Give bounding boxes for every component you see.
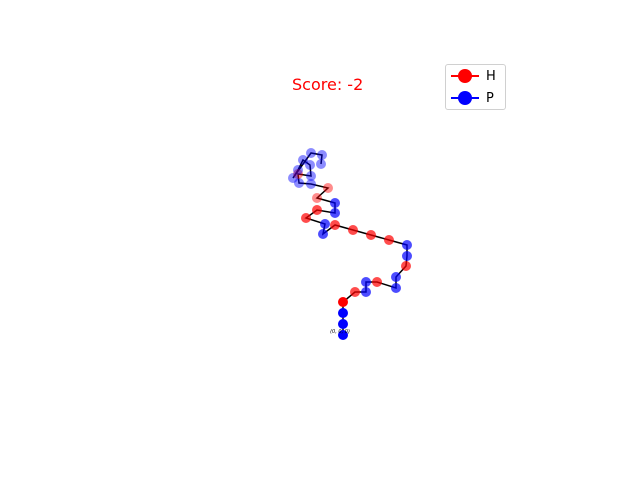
residue-p-11 bbox=[402, 251, 412, 261]
residue-p-22 bbox=[330, 198, 340, 208]
residue-p-28 bbox=[306, 171, 316, 181]
residue-p-18 bbox=[320, 219, 330, 229]
residue-h-3 bbox=[338, 297, 348, 307]
residue-p-29 bbox=[305, 160, 315, 170]
origin-label: (0, 0, 0) bbox=[330, 329, 350, 335]
legend-marker-h-icon bbox=[451, 69, 479, 83]
residue-h-19 bbox=[301, 213, 311, 223]
residue-p-35 bbox=[316, 159, 326, 169]
residue-h-10 bbox=[401, 261, 411, 271]
residue-p-9 bbox=[391, 272, 401, 282]
score-label: Score: -2 bbox=[292, 75, 364, 94]
residue-p-1 bbox=[338, 319, 348, 329]
residue-p-21 bbox=[330, 208, 340, 218]
residue-p-30 bbox=[298, 155, 308, 165]
residue-p-26 bbox=[294, 178, 304, 188]
residue-p-34 bbox=[317, 150, 327, 160]
residue-p-8 bbox=[391, 283, 401, 293]
legend-item-p: P bbox=[450, 88, 494, 108]
legend-item-h: H bbox=[450, 66, 496, 86]
residue-p-17 bbox=[318, 229, 328, 239]
residue-p-6 bbox=[361, 277, 371, 287]
residue-h-24 bbox=[323, 183, 333, 193]
residue-h-4 bbox=[350, 287, 360, 297]
residue-p-32 bbox=[288, 173, 298, 183]
residue-p-12 bbox=[402, 240, 412, 250]
legend: H P bbox=[445, 64, 506, 110]
residue-h-16 bbox=[330, 220, 340, 230]
residue-p-2 bbox=[338, 308, 348, 318]
residue-h-15 bbox=[348, 225, 358, 235]
residue-h-20 bbox=[312, 205, 322, 215]
residue-h-13 bbox=[384, 235, 394, 245]
residue-h-14 bbox=[366, 230, 376, 240]
residue-p-31 bbox=[293, 165, 303, 175]
residue-p-0 bbox=[338, 330, 348, 340]
legend-label-h: H bbox=[486, 68, 496, 84]
residue-h-23 bbox=[312, 193, 322, 203]
legend-label-p: P bbox=[486, 90, 494, 106]
residue-p-25 bbox=[306, 179, 316, 189]
legend-marker-p-icon bbox=[451, 91, 479, 105]
residue-h-27 bbox=[293, 169, 303, 179]
residue-h-7 bbox=[372, 277, 382, 287]
residue-p-33 bbox=[306, 148, 316, 158]
residue-p-5 bbox=[361, 287, 371, 297]
